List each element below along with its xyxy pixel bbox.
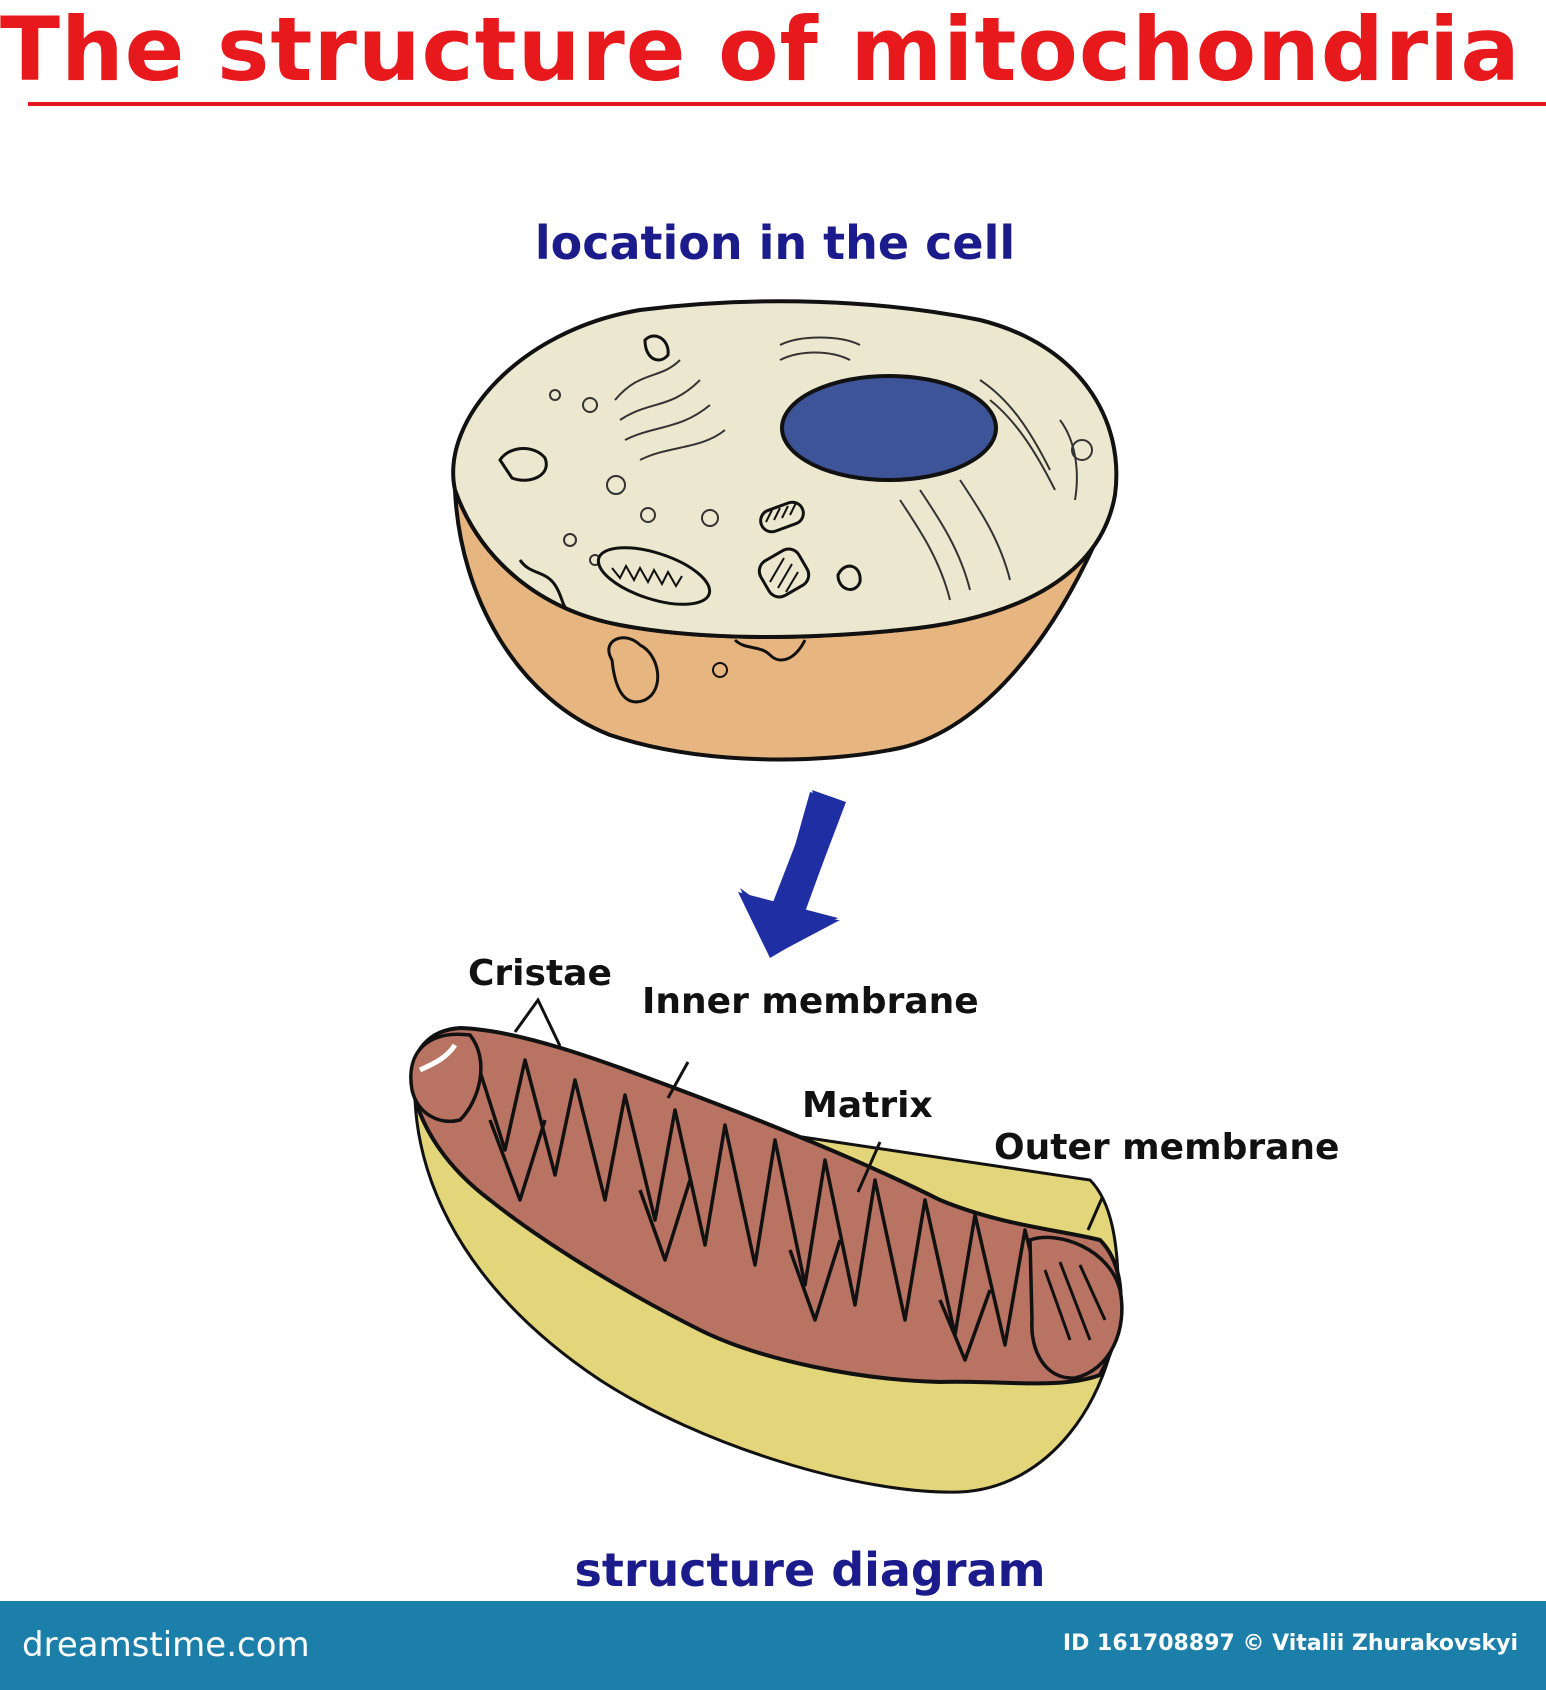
animal-cell-illustration (451, 299, 1119, 762)
label-cristae: Cristae (468, 953, 612, 994)
footer-brand[interactable]: dreamstime.com (22, 1625, 310, 1665)
footer-credit: ID 161708897 © Vitalii Zhurakovskyi (1062, 1631, 1518, 1656)
cristae-folds (468, 1039, 1077, 1362)
location-heading: location in the cell (534, 216, 1016, 270)
footer-bar: dreamstime.com ID 161708897 © Vitalii Zh… (0, 1601, 1546, 1690)
inner-membrane-leader (666, 1061, 690, 1099)
mitochondrion-illustration (409, 997, 1124, 1494)
label-outer-membrane: Outer membrane (994, 1127, 1340, 1168)
cell-nucleus (780, 374, 998, 482)
label-inner-membrane: Inner membrane (642, 981, 979, 1022)
cell-mitochondrion-1 (596, 546, 712, 606)
page-title: The structure of mitochondria (0, 0, 1521, 101)
label-matrix: Matrix (802, 1085, 933, 1126)
outer-membrane-leader (1086, 1197, 1104, 1231)
cristae-leader (513, 997, 562, 1047)
matrix-leader (856, 1141, 882, 1193)
cell-mitochondrion-2 (759, 500, 805, 534)
title-underline (28, 102, 1546, 106)
cell-mitochondrion-3 (757, 547, 811, 599)
structure-heading: structure diagram (574, 1543, 1046, 1597)
